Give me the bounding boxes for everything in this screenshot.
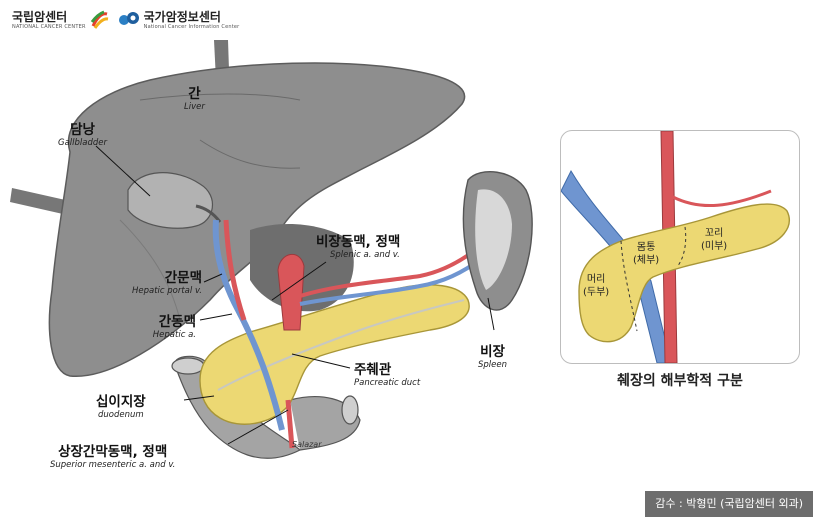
inset-head-ko: 머리 [586,274,606,285]
portal-vein-label: 간문맥 Hepatic portal v. [122,266,202,296]
pancreas-regions-inset: 머리 (두부) 몸통 (체부) 꼬리 (미부) [560,130,800,364]
inset-body-label: 몸통 (체부) [633,241,659,267]
splenic-label-ko: 비장동맥, 정맥 [316,234,401,250]
inset-tail-hanja: (미부) [701,241,728,252]
splenic-label: 비장동맥, 정맥 Splenic a. and v. [316,230,400,260]
ncc-logo: 국립암센터 NATIONAL CANCER CENTER [12,10,110,30]
hepatic-artery-label-en: Hepatic a. [152,330,196,340]
inset-body-ko: 몸통 [636,242,656,253]
liver-label-en: Liver [184,102,205,112]
ncc-emblem-icon [90,10,108,29]
pancreas-shape [199,284,470,425]
liver-label-ko: 간 [188,86,201,102]
hepatic-artery-label-ko: 간동맥 [158,314,196,330]
gallbladder-label-en: Gallbladder [58,138,107,148]
gallbladder-label: 담낭 Gallbladder [58,118,107,148]
ncic-logo: 국가암정보센터 National Cancer Information Cent… [118,10,240,30]
body-tail-divider [676,226,687,268]
inset-tail-label: 꼬리 (미부) [701,227,727,253]
sma-artery [285,399,295,449]
inset-body-hanja: (체부) [633,255,660,266]
portal-vein-label-en: Hepatic portal v. [131,286,202,296]
liver-label: 간 Liver [184,82,205,112]
splenic-artery [299,246,480,298]
artist-signature: Salazar [292,440,322,449]
sma-label: 상장간막동맥, 정맥 Superior mesenteric a. and v. [50,440,175,470]
ncic-emblem-icon [118,12,139,25]
splenic-vein [299,256,484,306]
gallbladder-label-ko: 담낭 [70,122,95,138]
portal-vein-label-ko: 간문맥 [164,270,202,286]
liver-shape [48,62,466,377]
sma-label-en: Superior mesenteric a. and v. [50,460,176,470]
ncic-logo-sub: National Cancer Information Center [143,23,240,30]
duodenum-label-ko: 십이지장 [96,394,146,410]
inset-head-label: 머리 (두부) [583,273,609,299]
inset-tail-ko: 꼬리 [704,228,724,239]
aorta-shape [277,254,305,331]
portal-vein [212,219,285,431]
leader-lines [95,145,495,445]
inset-vein [561,169,672,363]
hepatic-artery-label: 간동맥 Hepatic a. [122,310,196,340]
hepatic-artery [223,219,247,321]
sma-label-ko: 상장간막동맥, 정맥 [58,444,168,460]
credit-bar: 감수 : 박형민 (국립암센터 외과) [645,491,813,517]
duodenum-label: 십이지장 duodenum [96,390,146,420]
logo-row: 국립암센터 NATIONAL CANCER CENTER 국가암정보센터 Nat… [12,10,239,30]
pancreatic-duct-label-ko: 주췌관 [354,362,392,378]
duodenum-label-en: duodenum [98,410,144,420]
spleen-label: 비장 Spleen [478,340,507,370]
inset-illustration [561,131,790,363]
spleen-label-en: Spleen [478,360,507,370]
pancreatic-duct-label-en: Pancreatic duct [354,378,421,388]
ncc-logo-name: 국립암센터 [12,9,68,24]
pancreatic-duct-label: 주췌관 Pancreatic duct [354,358,420,388]
ncic-logo-name: 국가암정보센터 [143,9,221,24]
inset-head-hanja: (두부) [583,287,610,298]
inset-caption: 췌장의 해부학적 구분 [617,373,743,389]
gallbladder-shape [127,172,214,229]
spleen-label-ko: 비장 [480,344,505,360]
splenic-label-en: Splenic a. and v. [330,250,400,260]
pancreatic-duct-line [217,299,465,391]
ncc-logo-sub: NATIONAL CANCER CENTER [12,23,86,30]
